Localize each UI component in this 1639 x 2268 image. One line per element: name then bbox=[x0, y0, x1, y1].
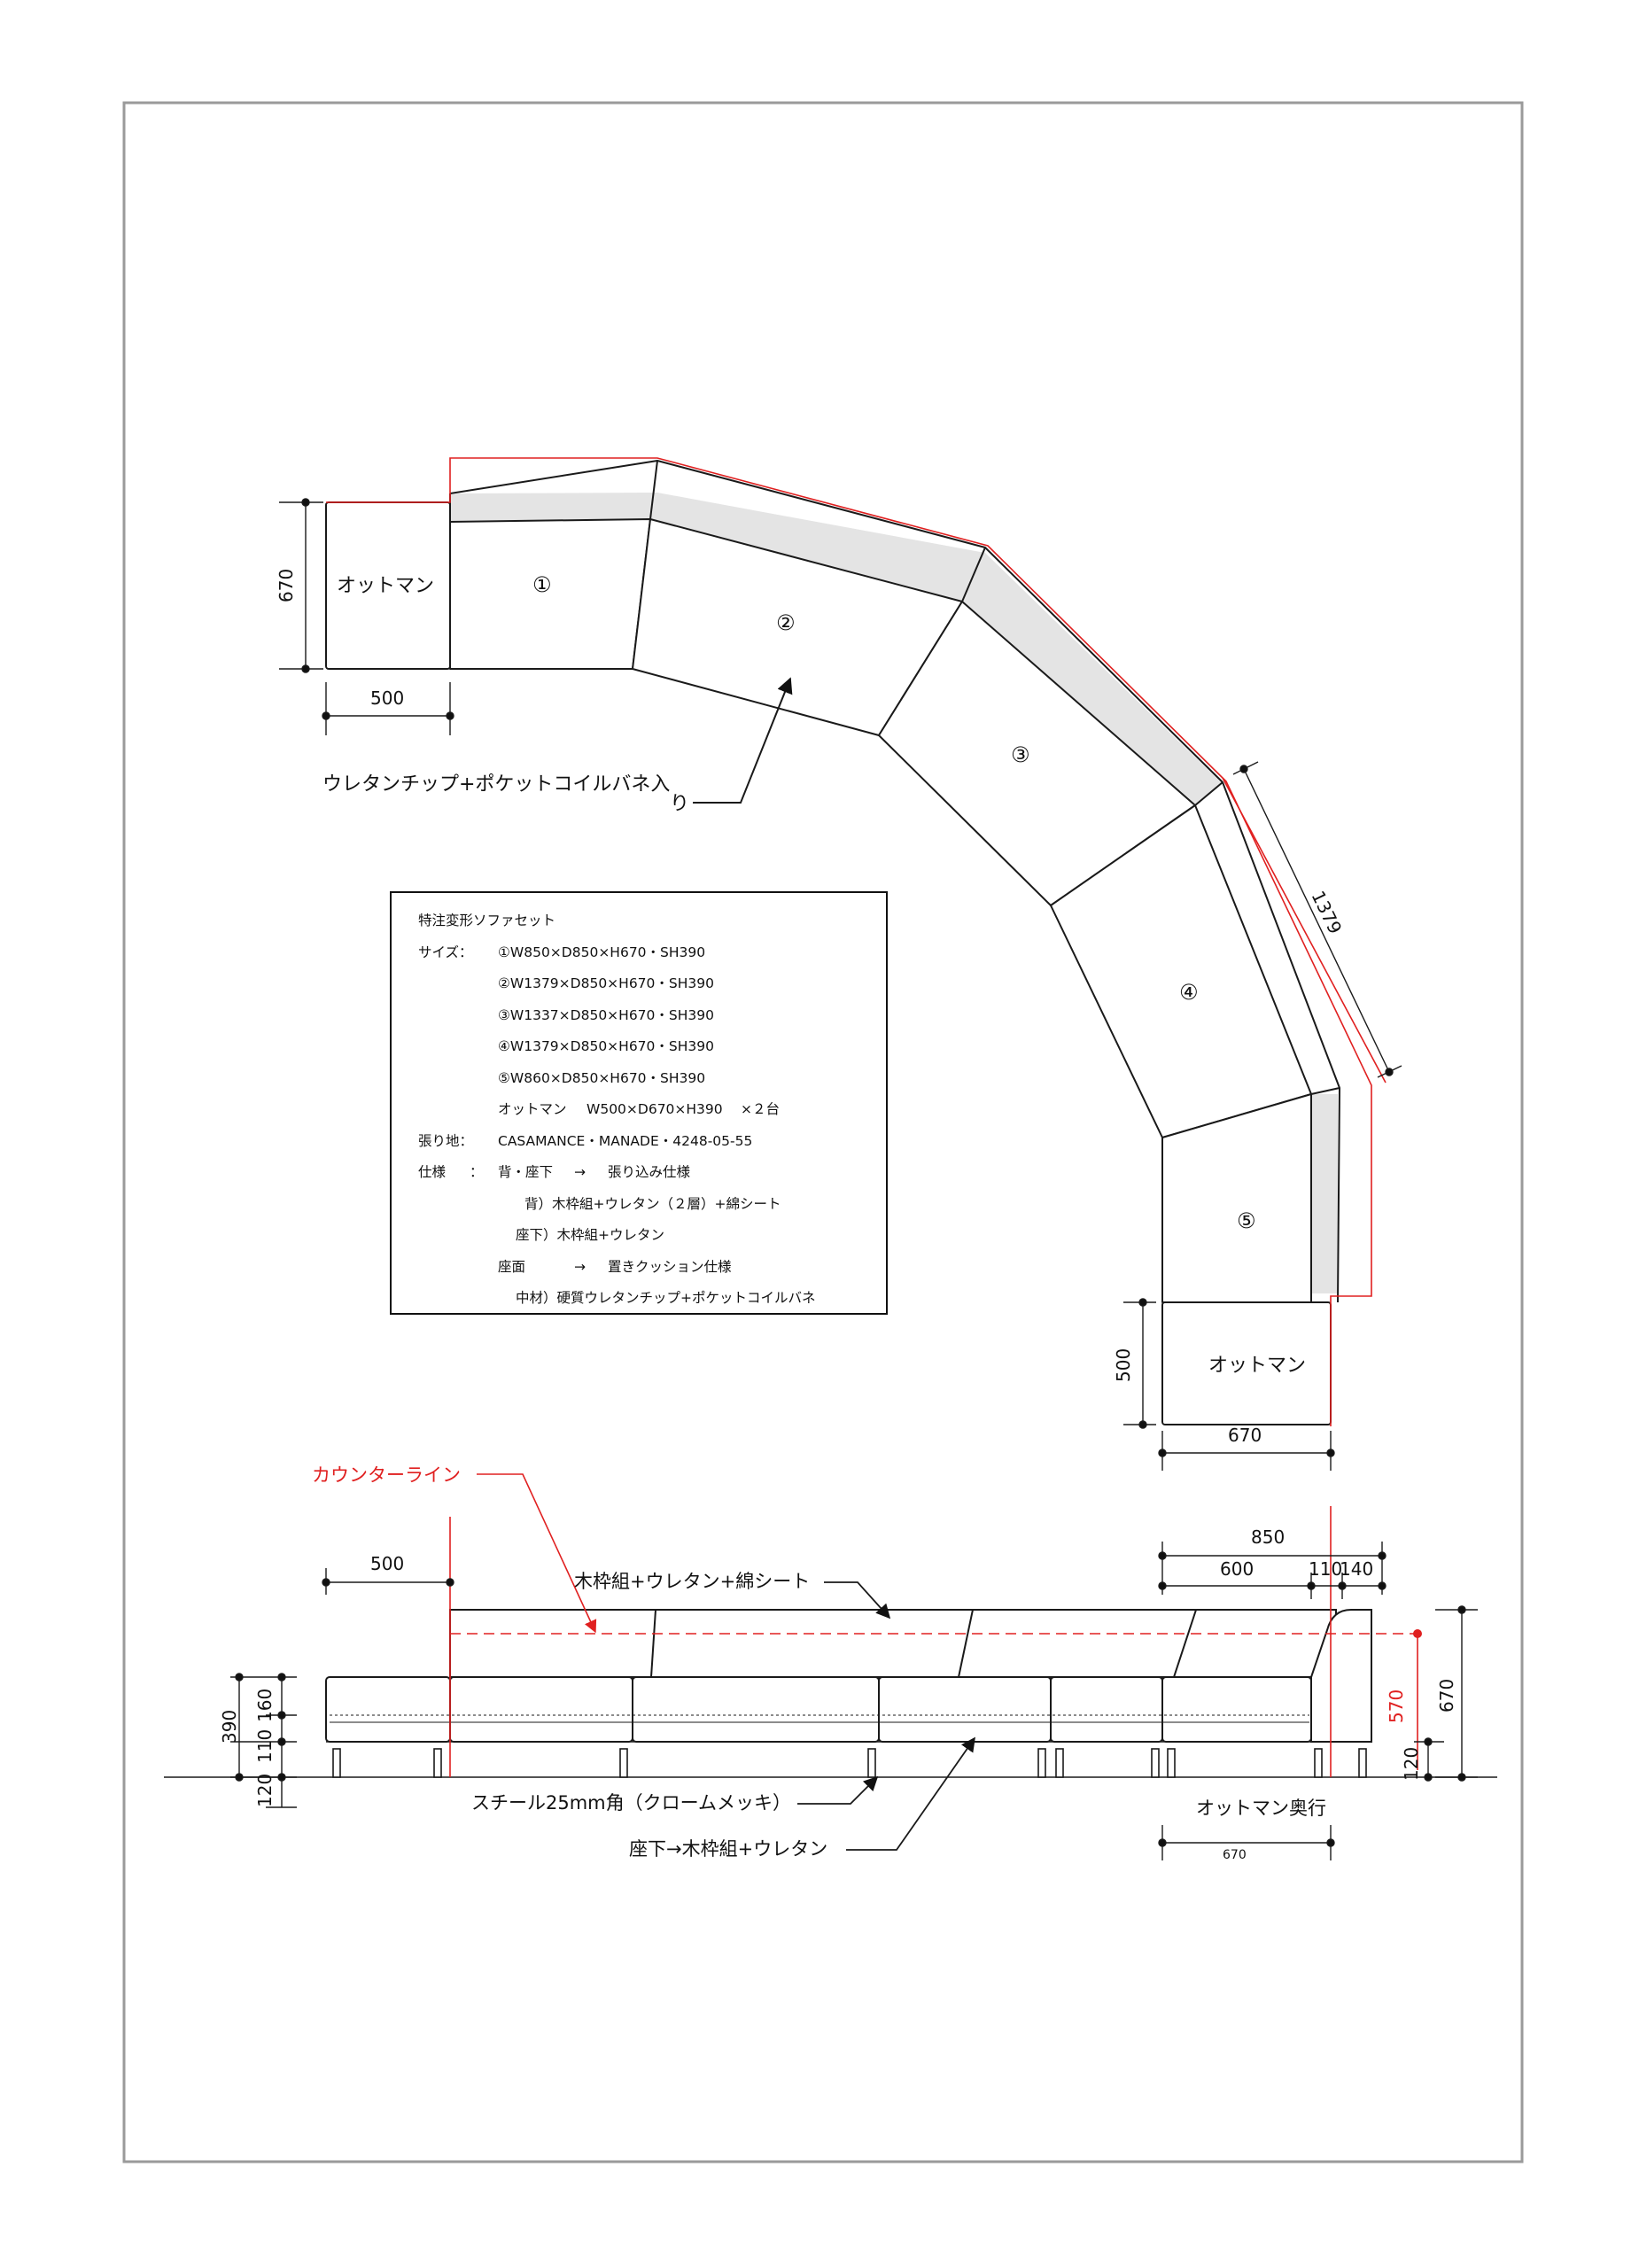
backrest-strip-1 bbox=[450, 493, 657, 522]
spec-core-detail: 中材）硬質ウレタンチップ+ポケットコイルバネ bbox=[516, 1290, 816, 1306]
module-3-label: ③ bbox=[1011, 742, 1030, 767]
spec-seat-face: 座面 bbox=[498, 1258, 526, 1275]
backrest-strip-3 bbox=[962, 553, 1221, 805]
elev-dim-160: 160 bbox=[254, 1689, 276, 1722]
elev-dim-140: 140 bbox=[1340, 1558, 1373, 1580]
elevation-leaders bbox=[797, 1581, 975, 1851]
back-note: 木枠組+ウレタン+綿シート bbox=[574, 1571, 810, 1592]
elev-dim-600: 600 bbox=[1220, 1558, 1254, 1580]
elev-seat-3 bbox=[878, 1676, 1052, 1743]
ottoman-right-label: オットマン bbox=[1208, 1355, 1306, 1377]
plan-callout-leader bbox=[693, 677, 793, 804]
elev-seat-5 bbox=[1161, 1676, 1312, 1743]
counter-line-label: カウンターライン bbox=[312, 1464, 461, 1486]
spec-back-seat: 背・座下 bbox=[498, 1164, 554, 1180]
module-1-label: ① bbox=[532, 572, 552, 597]
leg-note: スチール25mm角（クロームメッキ） bbox=[471, 1792, 791, 1814]
spec-fabric-label: 張り地： bbox=[418, 1132, 474, 1149]
elevation-dimensions bbox=[230, 1542, 1478, 1860]
elev-dim-390: 390 bbox=[219, 1710, 240, 1744]
spec-ottoman-qty: ×２台 bbox=[741, 1101, 780, 1117]
spec-size-3: ③W1337×D850×H670・SH390 bbox=[498, 1006, 714, 1023]
elevation-view bbox=[164, 1609, 1497, 1778]
elev-ottoman-left bbox=[325, 1676, 451, 1743]
spec-size-5: ⑤W860×D850×H670・SH390 bbox=[498, 1069, 706, 1086]
dim-670-right: 670 bbox=[1228, 1425, 1262, 1446]
spec-arrow-2: → bbox=[574, 1258, 586, 1275]
spec-box: 特注変形ソファセット サイズ： ①W850×D850×H670・SH390 ②W… bbox=[390, 891, 888, 1315]
spec-size-label: サイズ： bbox=[418, 944, 473, 960]
plan-red-contour bbox=[326, 457, 1387, 1426]
spec-label: 仕様 bbox=[418, 1164, 447, 1180]
module-5-label: ⑤ bbox=[1237, 1208, 1256, 1233]
spec-title: 特注変形ソファセット bbox=[418, 913, 556, 928]
elev-dim-110: 110 bbox=[1309, 1558, 1342, 1580]
elev-dim-110v: 110 bbox=[254, 1729, 276, 1763]
spec-size-4: ④W1379×D850×H670・SH390 bbox=[498, 1038, 714, 1054]
ottoman-left-label: オットマン bbox=[337, 575, 434, 597]
elev-dim-500: 500 bbox=[370, 1553, 404, 1574]
spec-seat-face-value: 置きクッション仕様 bbox=[608, 1258, 732, 1275]
plan-dimensions bbox=[279, 498, 1402, 1471]
backrest-strip-2 bbox=[650, 493, 985, 602]
backrest-strip-5 bbox=[1311, 1094, 1338, 1293]
dim-500-right: 500 bbox=[1113, 1348, 1134, 1382]
dim-500-left: 500 bbox=[370, 687, 404, 709]
elev-seat-4 bbox=[1050, 1676, 1163, 1743]
spec-size-2: ②W1379×D850×H670・SH390 bbox=[498, 975, 714, 991]
ottoman-depth-label: オットマン奥行 bbox=[1196, 1798, 1326, 1819]
spec-colon: ： bbox=[470, 1164, 484, 1180]
callout-text-line2: り bbox=[670, 793, 689, 815]
elev-seat-2 bbox=[632, 1676, 880, 1743]
elev-dim-120: 120 bbox=[254, 1774, 276, 1807]
module-2-label: ② bbox=[776, 610, 796, 635]
spec-under-detail: 座下）木枠組+ウレタン bbox=[516, 1227, 664, 1243]
module-4-label: ④ bbox=[1179, 980, 1199, 1005]
sheet-frame bbox=[122, 101, 1524, 2163]
elev-dim-120-right: 120 bbox=[1401, 1747, 1422, 1781]
callout-text-line1: ウレタンチップ+ポケットコイルバネ入 bbox=[322, 773, 670, 796]
spec-back-detail: 背）木枠組+ウレタン（２層）+綿シート bbox=[524, 1195, 781, 1212]
back-outline bbox=[449, 460, 1340, 1303]
elev-dim-670: 670 bbox=[1436, 1679, 1457, 1713]
spec-ottoman-label: オットマン bbox=[498, 1101, 567, 1117]
elev-dim-850: 850 bbox=[1251, 1526, 1285, 1548]
ottoman-depth-value: 670 bbox=[1223, 1848, 1247, 1862]
elevation-red-lines bbox=[449, 1473, 1422, 1777]
elev-seat-1 bbox=[449, 1676, 633, 1743]
spec-back-seat-value: 張り込み仕様 bbox=[608, 1164, 691, 1180]
spec-arrow-1: → bbox=[574, 1164, 586, 1180]
plan-view bbox=[325, 460, 1340, 1425]
elev-dim-570: 570 bbox=[1386, 1689, 1407, 1723]
spec-ottoman-size: W500×D670×H390 bbox=[586, 1101, 723, 1117]
under-note: 座下→木枠組+ウレタン bbox=[629, 1838, 827, 1860]
spec-fabric: CASAMANCE・MANADE・4248-05-55 bbox=[498, 1132, 753, 1149]
spec-size-1: ①W850×D850×H670・SH390 bbox=[498, 944, 706, 960]
dim-670-left: 670 bbox=[276, 569, 297, 602]
